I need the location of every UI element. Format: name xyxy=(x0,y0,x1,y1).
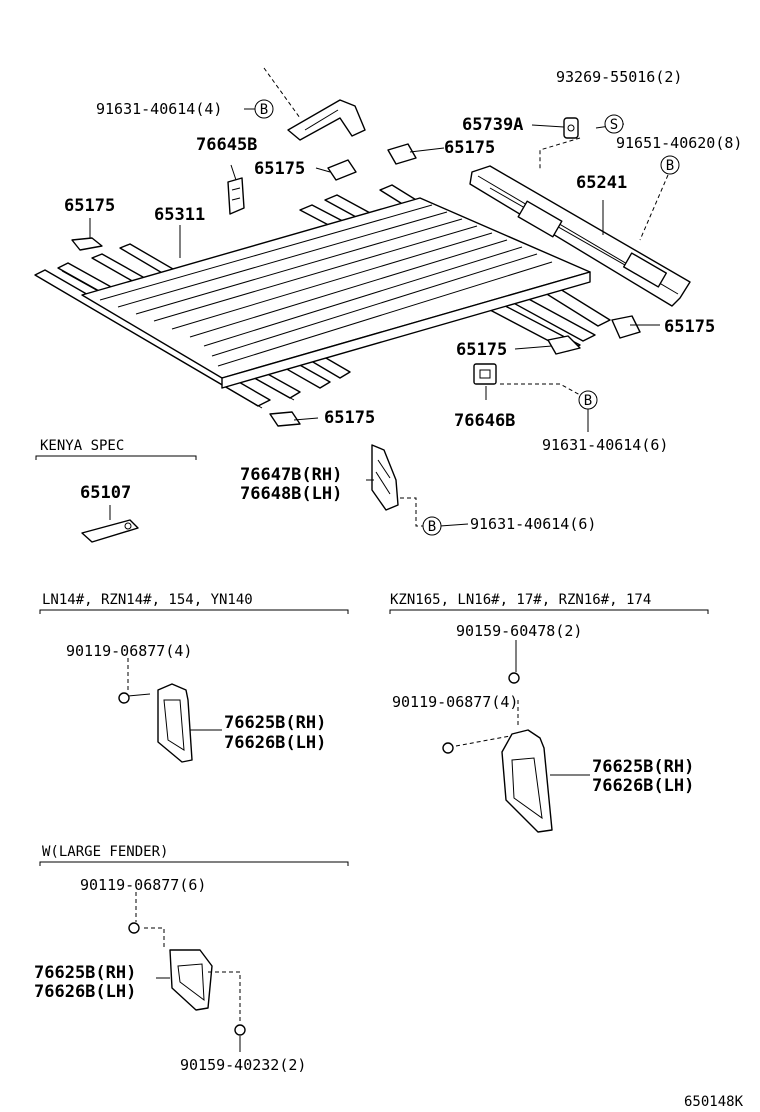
label-91631-40614-6a: 91631-40614(6) xyxy=(542,436,668,454)
label-90119-06877-6: 90119-06877(6) xyxy=(80,876,206,894)
callout-b-2: B xyxy=(660,155,680,175)
label-65175-c: 65175 xyxy=(64,196,115,216)
svg-text:B: B xyxy=(584,393,592,409)
label-65175-b: 65175 xyxy=(444,138,495,158)
leader-lines xyxy=(89,67,669,1052)
svg-text:S: S xyxy=(610,117,618,133)
label-90159-40232-2: 90159-40232(2) xyxy=(180,1056,306,1074)
label-93269-55016-2: 93269-55016(2) xyxy=(556,68,682,86)
section-kenya-spec: KENYA SPEC xyxy=(40,438,124,454)
label-91631-40614-6b: 91631-40614(6) xyxy=(470,515,596,533)
grab-bracket xyxy=(287,99,366,141)
svg-text:B: B xyxy=(428,519,436,535)
section-rules xyxy=(35,455,709,866)
label-90159-60478-2: 90159-60478(2) xyxy=(456,622,582,640)
diagram-id: 650148K xyxy=(684,1094,744,1110)
bracket-65175-group xyxy=(71,143,641,427)
label-90119-06877-4b: 90119-06877(4) xyxy=(392,693,518,711)
svg-text:B: B xyxy=(666,158,674,174)
label-65311: 65311 xyxy=(154,205,205,225)
callout-b-3: B xyxy=(578,390,598,410)
rear-sill-65241 xyxy=(469,165,691,307)
callout-b-1: B xyxy=(254,99,274,119)
mudguard-76647B xyxy=(371,444,399,511)
label-65175-d: 65175 xyxy=(664,317,715,337)
section-kzn165: KZN165, LN16#, 17#, RZN16#, 174 xyxy=(390,592,651,608)
svg-text:B: B xyxy=(260,102,268,118)
mudflap-ln14 xyxy=(118,683,193,763)
bracket-76645B xyxy=(227,177,245,215)
callout-b-4: B xyxy=(422,516,442,536)
label-91651-40620-8: 91651-40620(8) xyxy=(616,134,742,152)
label-90119-06877-4a: 90119-06877(4) xyxy=(66,642,192,660)
label-76646B: 76646B xyxy=(454,411,515,431)
label-76626B-a: 76626B(LH) xyxy=(224,733,326,753)
mudflap-large-fender xyxy=(128,922,246,1036)
label-76625B-c: 76625B(RH) xyxy=(34,963,136,983)
label-76626B-c: 76626B(LH) xyxy=(34,982,136,1002)
label-76626B-b: 76626B(LH) xyxy=(592,776,694,796)
section-large-fender: W(LARGE FENDER) xyxy=(42,844,168,860)
part-65107 xyxy=(81,519,139,543)
label-65739A: 65739A xyxy=(462,115,523,135)
hinge-76646B xyxy=(473,363,497,385)
section-ln14: LN14#, RZN14#, 154, YN140 xyxy=(42,592,253,608)
mudflap-kzn165 xyxy=(442,672,553,833)
label-76625B-b: 76625B(RH) xyxy=(592,757,694,777)
label-65175-a: 65175 xyxy=(254,159,305,179)
floor-panel-65311 xyxy=(81,197,591,389)
label-76645B: 76645B xyxy=(196,135,257,155)
callout-s-1: S xyxy=(604,114,624,134)
label-76647B: 76647B(RH) xyxy=(240,465,342,485)
label-65107: 65107 xyxy=(80,483,131,503)
label-65241: 65241 xyxy=(576,173,627,193)
label-91631-40614-4: 91631-40614(4) xyxy=(96,100,222,118)
label-65175-e: 65175 xyxy=(456,340,507,360)
label-76648B: 76648B(LH) xyxy=(240,484,342,504)
label-76625B-a: 76625B(RH) xyxy=(224,713,326,733)
clip-65739A xyxy=(563,117,579,139)
label-65175-f: 65175 xyxy=(324,408,375,428)
